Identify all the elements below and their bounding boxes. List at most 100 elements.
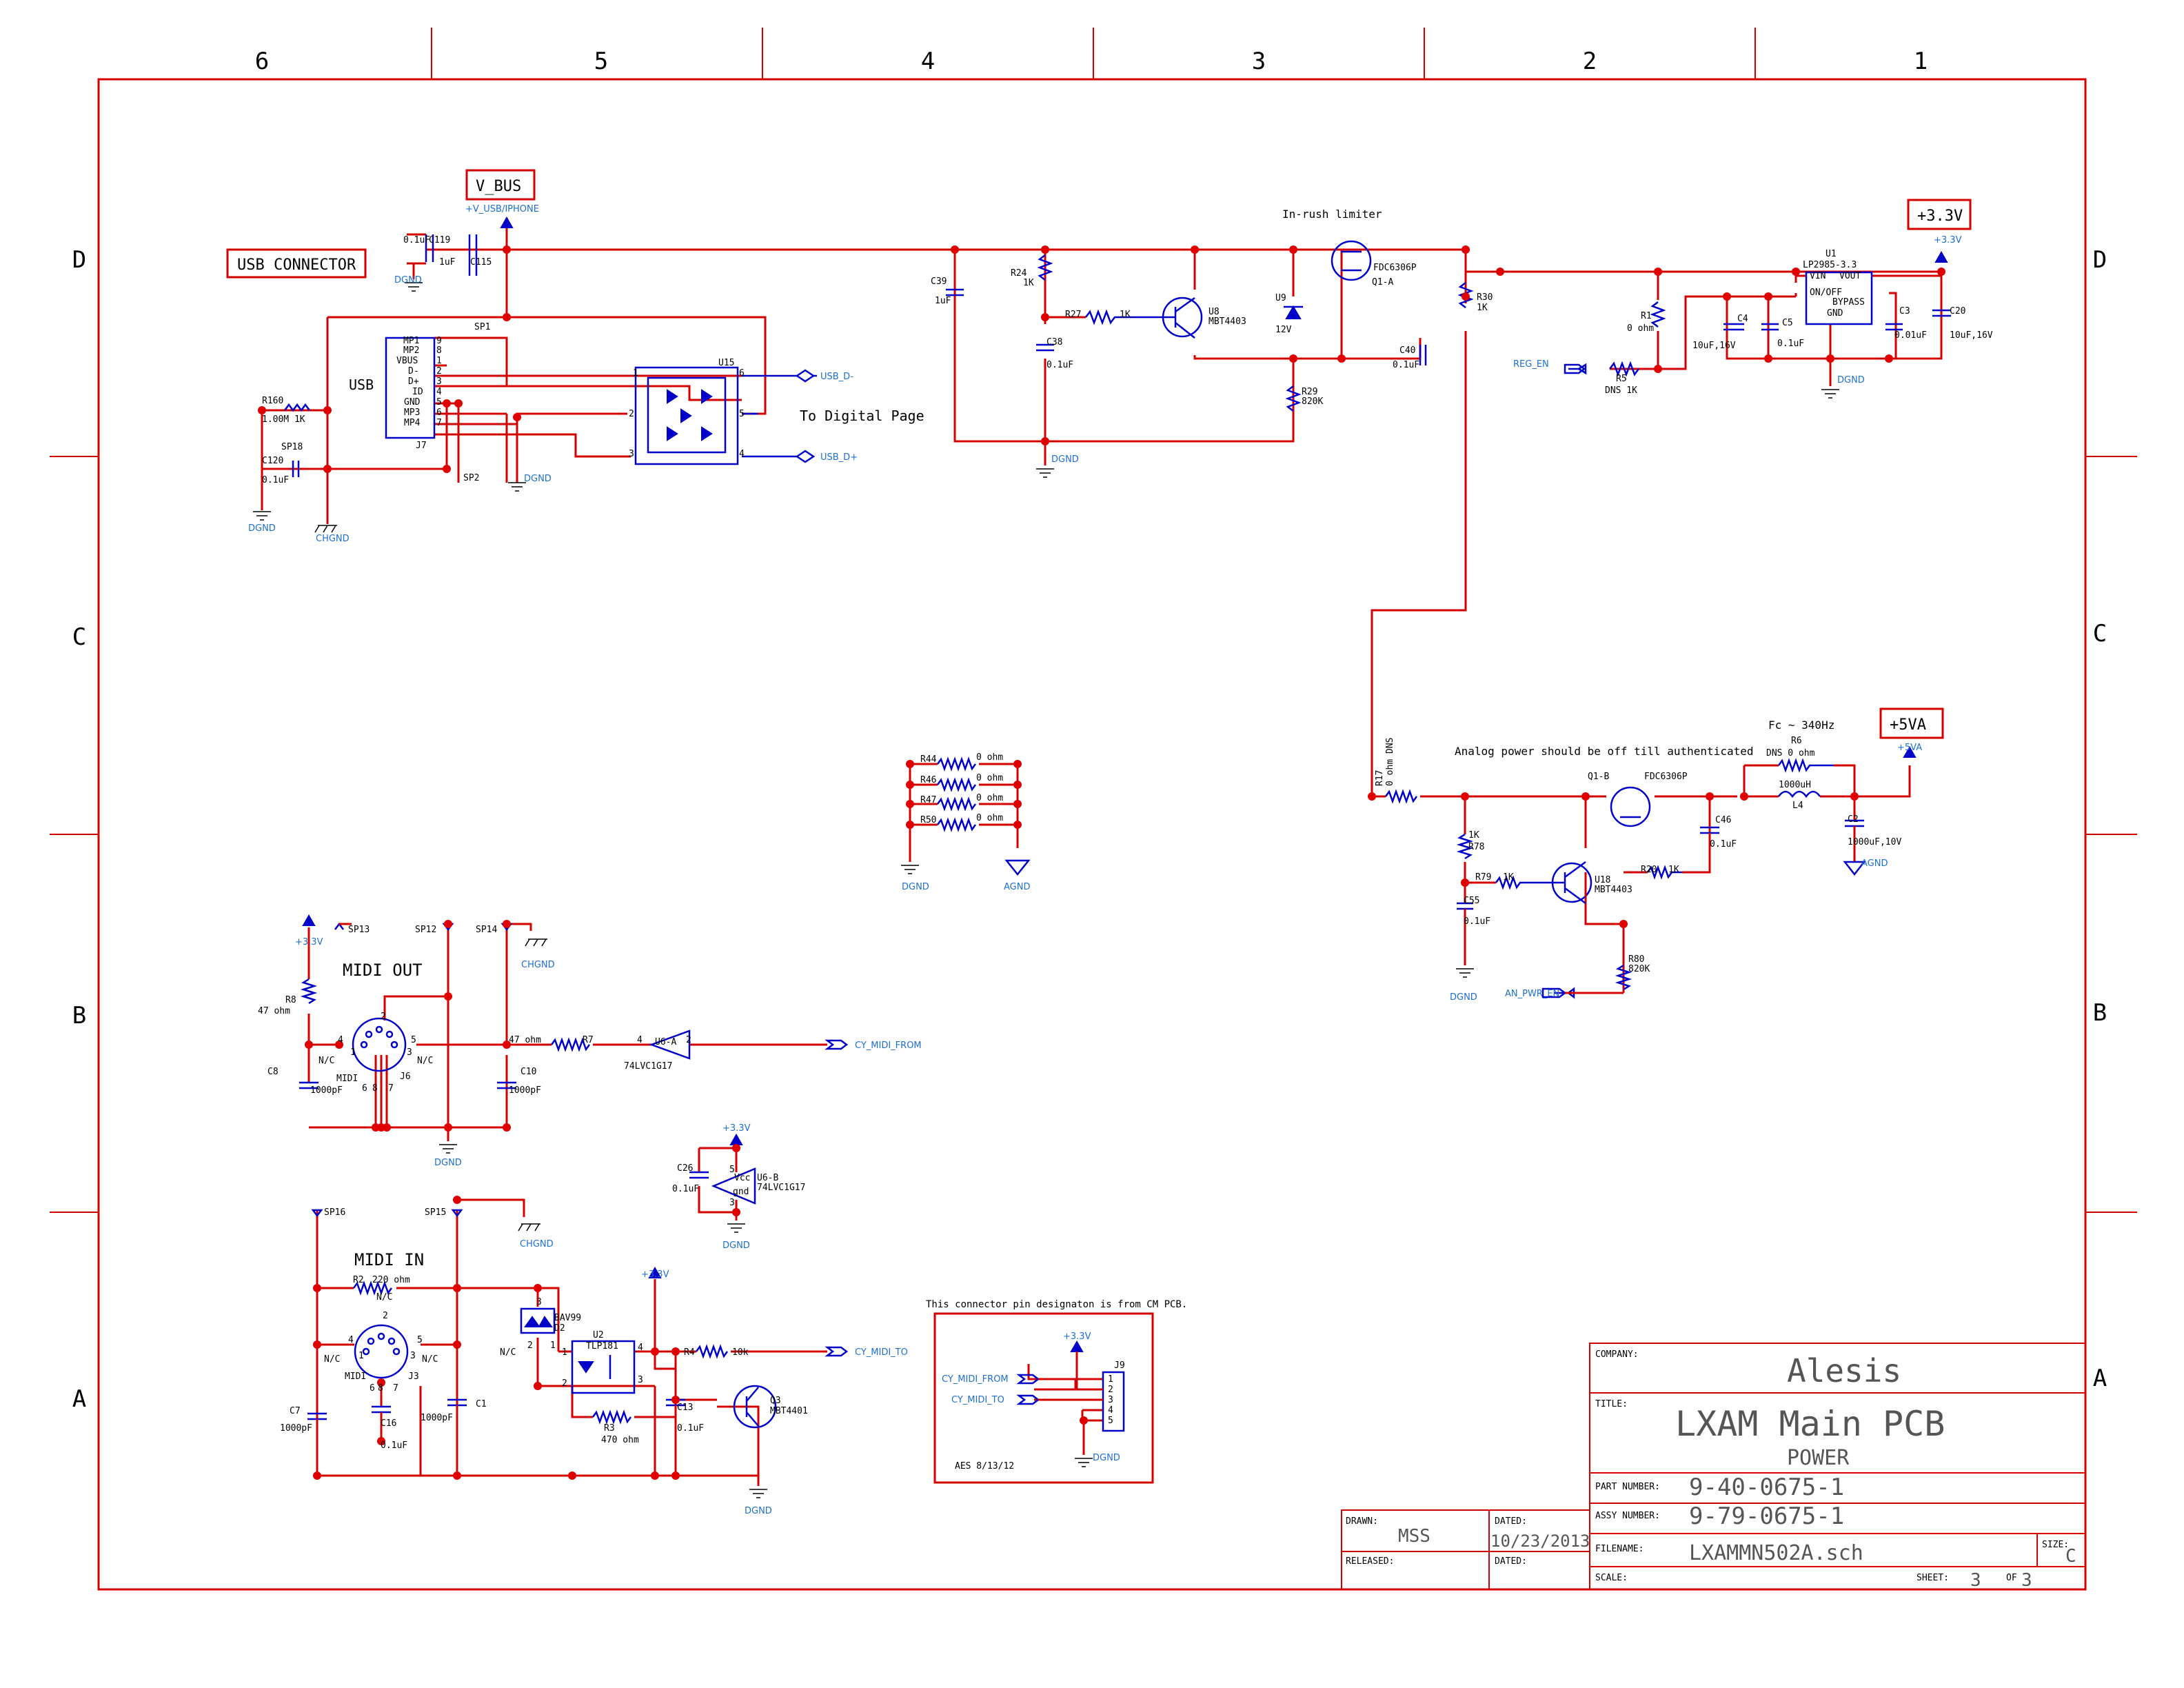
- svg-text:0.01uF: 0.01uF: [1894, 330, 1927, 341]
- svg-text:MP2: MP2: [403, 345, 419, 356]
- svg-text:C: C: [2093, 620, 2107, 647]
- r46-label: R46: [920, 775, 936, 785]
- c2-label: C2: [1848, 814, 1859, 825]
- svg-text:47 ohm: 47 ohm: [509, 1035, 541, 1045]
- u6b-label: U6-B: [757, 1173, 778, 1183]
- net-usb-dm: USB_D-: [820, 372, 853, 382]
- svg-text:2: 2: [1108, 1385, 1113, 1395]
- r79-label: R79: [1475, 872, 1491, 883]
- svg-text:A: A: [2093, 1365, 2107, 1392]
- svg-text:1K: 1K: [1668, 865, 1679, 875]
- svg-text:N/C: N/C: [422, 1354, 438, 1365]
- net-dgnd-4: DGND: [1051, 454, 1079, 465]
- c40-label: C40: [1399, 345, 1415, 356]
- zone-dividers: [50, 28, 2137, 1213]
- svg-text:SCALE:: SCALE:: [1595, 1573, 1628, 1583]
- inrush-label: In-rush limiter: [1282, 208, 1382, 221]
- svg-text:0.1uF: 0.1uF: [403, 235, 430, 245]
- u9-label: U9: [1275, 293, 1286, 303]
- r5-label: R5: [1616, 374, 1627, 384]
- svg-text:D-: D-: [408, 366, 419, 376]
- u2-body: [571, 1340, 636, 1394]
- net-p3v3-1: +3.3V: [1934, 235, 1962, 245]
- svg-text:N/C: N/C: [376, 1292, 392, 1303]
- svg-text:MP4: MP4: [404, 418, 421, 428]
- c3-label: C3: [1899, 306, 1910, 316]
- svg-text:0.1uF: 0.1uF: [381, 1440, 407, 1451]
- d2-body: [520, 1307, 556, 1334]
- svg-text:0 ohm: 0 ohm: [976, 752, 1003, 763]
- net-cy-midi-to-1: CY_MIDI_TO: [855, 1347, 908, 1358]
- r47-label: R47: [920, 795, 936, 805]
- to-digital-label: To Digital Page: [800, 408, 924, 424]
- net-dgnd-9: DGND: [722, 1240, 750, 1251]
- c120-label: C120: [262, 456, 283, 466]
- c26-label: C26: [677, 1163, 693, 1174]
- svg-text:5: 5: [417, 1335, 423, 1345]
- subtitle-text: POWER: [1787, 1446, 1850, 1470]
- svg-text:4: 4: [348, 1335, 354, 1345]
- q1a-part: FDC6306P: [1373, 263, 1417, 273]
- net-reg-en: REG_EN: [1513, 359, 1549, 370]
- svg-text:6: 6: [739, 368, 745, 379]
- svg-text:MP3: MP3: [404, 408, 420, 418]
- c10-label: C10: [520, 1067, 536, 1077]
- svg-text:DATED:: DATED:: [1495, 1516, 1527, 1527]
- sp15-label: SP15: [425, 1207, 446, 1218]
- svg-text:8: 8: [378, 1383, 383, 1394]
- sp1-label: SP1: [474, 322, 490, 332]
- svg-text:1: 1: [436, 356, 442, 366]
- svg-text:FILENAME:: FILENAME:: [1595, 1544, 1644, 1554]
- net-agnd-2: AGND: [1861, 858, 1888, 869]
- svg-text:7: 7: [388, 1083, 394, 1094]
- svg-text:1: 1: [633, 368, 638, 379]
- j3-label: J3: [408, 1372, 419, 1382]
- r20-label: R20: [1641, 865, 1657, 875]
- r78-label: R78: [1468, 842, 1484, 852]
- fc-label: Fc ~ 340Hz: [1768, 719, 1834, 732]
- size-value: C: [2065, 1546, 2076, 1567]
- c55-label: C55: [1464, 896, 1479, 906]
- net-chgnd-3: CHGND: [520, 1239, 554, 1249]
- svg-text:1uF: 1uF: [439, 257, 456, 268]
- r7-label: R7: [583, 1035, 594, 1045]
- svg-text:Vcc: Vcc: [734, 1173, 750, 1183]
- c119-label: C119: [429, 235, 450, 245]
- analog-note: Analog power should be off till authenti…: [1455, 745, 1753, 758]
- d2-label: D2: [554, 1323, 565, 1334]
- svg-text:74LVC1G17: 74LVC1G17: [624, 1061, 672, 1072]
- c16-label: C16: [381, 1418, 396, 1429]
- svg-text:3: 3: [729, 1198, 735, 1208]
- c115-label: C115: [470, 257, 492, 268]
- svg-text:3: 3: [1108, 1395, 1113, 1405]
- r17-label: R17: [1375, 770, 1385, 786]
- j6-label: J6: [400, 1072, 411, 1082]
- sp14-label: SP14: [476, 925, 497, 935]
- svg-text:7: 7: [393, 1383, 398, 1394]
- svg-text:1000pF: 1000pF: [310, 1085, 343, 1096]
- svg-text:0.1uF: 0.1uF: [1777, 339, 1804, 349]
- c39-label: C39: [931, 277, 947, 287]
- sheet-total: 3: [2021, 1570, 2032, 1591]
- net-p3v3-2: +3.3V: [295, 937, 323, 947]
- svg-text:DRAWN:: DRAWN:: [1346, 1516, 1378, 1527]
- p3v3-label: +3.3V: [1917, 208, 1963, 225]
- svg-text:gnd: gnd: [733, 1187, 749, 1197]
- net-dgnd-6: DGND: [902, 882, 929, 892]
- svg-text:GND: GND: [1827, 308, 1843, 319]
- r24-label: R24: [1011, 268, 1027, 279]
- inrush-section: [946, 240, 1504, 796]
- svg-text:RELEASED:: RELEASED:: [1346, 1556, 1394, 1567]
- q1a-label: Q1-A: [1372, 277, 1393, 288]
- net-dgnd-3: DGND: [248, 523, 276, 534]
- c8-label: C8: [267, 1067, 279, 1077]
- svg-text:10uF,16V: 10uF,16V: [1692, 341, 1736, 351]
- svg-text:ON/OFF: ON/OFF: [1810, 288, 1842, 298]
- svg-text:1000uF,10V: 1000uF,10V: [1848, 837, 1901, 847]
- j9-section: [933, 1312, 1154, 1484]
- svg-text:4: 4: [637, 1035, 643, 1045]
- usb-connector-label-box: [226, 248, 367, 279]
- svg-text:0.1uF: 0.1uF: [262, 475, 289, 485]
- svg-text:5: 5: [411, 1035, 416, 1045]
